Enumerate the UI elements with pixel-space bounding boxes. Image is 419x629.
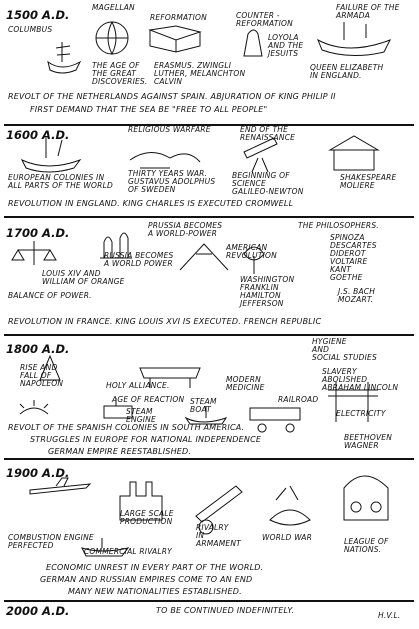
airplane-sketch [29, 477, 92, 495]
american-founders-label: WASHINGTON FRANKLIN HAMILTON JEFFERSON [240, 275, 295, 308]
religious-warfare-label: RELIGIOUS WARFARE [128, 125, 211, 134]
philosophers-label: THE PHILOSOPHERS. [298, 221, 379, 230]
louis-label: LOUIS XIV AND WILLIAM OF ORANGE [42, 269, 125, 286]
continued-line: TO BE CONTINUED INDEFINITELY. [156, 606, 295, 615]
steamboat-sketch [184, 406, 228, 425]
age-of-reaction-label: AGE OF REACTION [112, 395, 185, 404]
colonies-label: EUROPEAN COLONIES IN ALL PARTS OF THE WO… [8, 173, 113, 190]
loyola-label: LOYOLA AND THE JESUITS [268, 33, 304, 58]
revolution-england-line: REVOLUTION IN ENGLAND. KING CHARLES IS E… [8, 199, 294, 208]
beethoven-label: BEETHOVEN WAGNER [344, 433, 393, 450]
prussia-label: PRUSSIA BECOMES A WORLD-POWER [148, 221, 223, 238]
monk-sketch [243, 29, 263, 57]
steam-sketch [103, 398, 133, 419]
shakespeare-label: SHAKESPEARE MOLIERE [340, 173, 397, 190]
era-1900-header: 1900 A.D. [6, 466, 70, 480]
rule-1600 [4, 124, 414, 126]
armada-label: FAILURE OF THE ARMADA [336, 3, 400, 20]
rule-1900 [4, 458, 414, 460]
counter-reformation-label: COUNTER - REFORMATION [236, 11, 293, 28]
medicine-label: MODERN MEDICINE [226, 375, 265, 392]
magellan-label: MAGELLAN [92, 3, 135, 12]
armada-sketch [317, 22, 392, 56]
book-sketch [148, 25, 202, 53]
elizabeth-label: QUEEN ELIZABETH IN ENGLAND. [310, 63, 384, 80]
ship2-sketch [81, 538, 130, 557]
electricity-sketch [328, 382, 378, 422]
economic-unrest-line: ECONOMIC UNREST IN EVERY PART OF THE WOR… [46, 563, 264, 572]
hygiene-label: HYGIENE AND SOCIAL STUDIES [312, 337, 377, 362]
revolt-netherlands-line: REVOLT OF THE NETHERLANDS AGAINST SPAIN.… [8, 92, 336, 101]
railroad-label: RAILROAD [278, 395, 319, 404]
philosopher-names: SPINOZA DESCARTES DIDEROT VOLTAIRE KANT … [330, 233, 377, 282]
theatre-sketch [328, 135, 380, 171]
free-sea-line: FIRST DEMAND THAT THE SEA BE "FREE TO AL… [30, 105, 268, 114]
rule-1800 [4, 334, 414, 336]
colonial-ship-sketch [20, 138, 82, 173]
national-independence-line: STRUGGLES IN EUROPE FOR NATIONAL INDEPEN… [30, 435, 262, 444]
world-war-label: WORLD WAR [262, 533, 313, 542]
pyramid-sketch [39, 354, 61, 381]
russia-label: RUSSIA BECOMES A WORLD POWER [104, 251, 174, 268]
battle-sketch [129, 152, 201, 169]
slavery-label: SLAVERY ABOLISHED ABRAHAM LINCOLN [322, 367, 399, 392]
signature: H.v.L. [378, 611, 401, 620]
bach-label: J.S. BACH MOZART. [338, 287, 376, 304]
scale-sketch [11, 241, 57, 265]
sunrise-sketch [19, 400, 49, 415]
electricity-label: ELECTRICITY [336, 409, 386, 418]
reformers-label: ERASMUS. ZWINGLI LUTHER, MELANCHTON CALV… [154, 61, 246, 86]
rule-1700 [4, 216, 414, 218]
commercial-rivalry-label: COMMERCIAL RIVALRY [84, 547, 172, 556]
german-empire-line: GERMAN EMPIRE REESTABLISHED. [48, 447, 192, 456]
rivalry-label: RIVALRY IN ARMAMENT [196, 523, 241, 548]
steam-engine-label: STEAM ENGINE [126, 407, 156, 424]
science-label: BEGINNING OF SCIENCE GALILEO-NEWTON [232, 171, 304, 196]
era-2000-header: 2000 A.D. [6, 604, 70, 618]
reformation-label: REFORMATION [150, 13, 207, 22]
kremlin-sketch [100, 232, 132, 259]
revolution-france-line: REVOLUTION IN FRANCE. KING LOUIS XVI IS … [8, 317, 322, 326]
spanish-colonies-line: REVOLT OF THE SPANISH COLONIES IN SOUTH … [8, 423, 245, 432]
columbus-label: COLUMBUS [8, 25, 53, 34]
prussia-sketch [179, 243, 229, 271]
era-1700-header: 1700 A.D. [6, 226, 70, 240]
production-label: LARGE SCALE PRODUCTION [120, 509, 174, 526]
empires-end-line: GERMAN AND RUSSIAN EMPIRES COME TO AN EN… [40, 575, 253, 584]
era-1500-header: 1500 A.D. [6, 8, 70, 22]
combustion-label: COMBUSTION ENGINE PERFECTED [8, 533, 94, 550]
cannon-sketch [195, 485, 243, 535]
steam-boat-label: STEAM BOAT [190, 397, 217, 414]
tree-sketch [243, 246, 265, 274]
telescope-sketch [243, 137, 278, 173]
napoleon-label: RISE AND FALL OF NAPOLEON [20, 363, 64, 388]
league-label: LEAGUE OF NATIONS. [344, 537, 389, 554]
table-sketch [139, 367, 201, 388]
renaissance-label: END OF THE RENAISSANCE [240, 125, 296, 142]
factory-sketch [119, 481, 163, 521]
holy-alliance-label: HOLY ALLIANCE. [106, 381, 170, 390]
american-revolution-label: AMERICAN REVOLUTION [226, 243, 277, 260]
thirty-years-war-label: THIRTY YEARS WAR. GUSTAVUS ADOLPHUS OF S… [128, 169, 216, 194]
war-sketch [269, 485, 311, 526]
ship-sketch [47, 60, 82, 74]
league-sketch [343, 475, 389, 521]
railroad-sketch [249, 407, 301, 433]
rule-2000 [4, 600, 414, 602]
era-1600-header: 1600 A.D. [6, 128, 70, 142]
new-nationalities-line: MANY NEW NATIONALITIES ESTABLISHED. [68, 587, 242, 596]
balance-of-power-label: BALANCE OF POWER. [8, 291, 92, 300]
age-of-discoveries-label: THE AGE OF THE GREAT DISCOVERIES. [92, 61, 148, 86]
era-1800-header: 1800 A.D. [6, 342, 70, 356]
